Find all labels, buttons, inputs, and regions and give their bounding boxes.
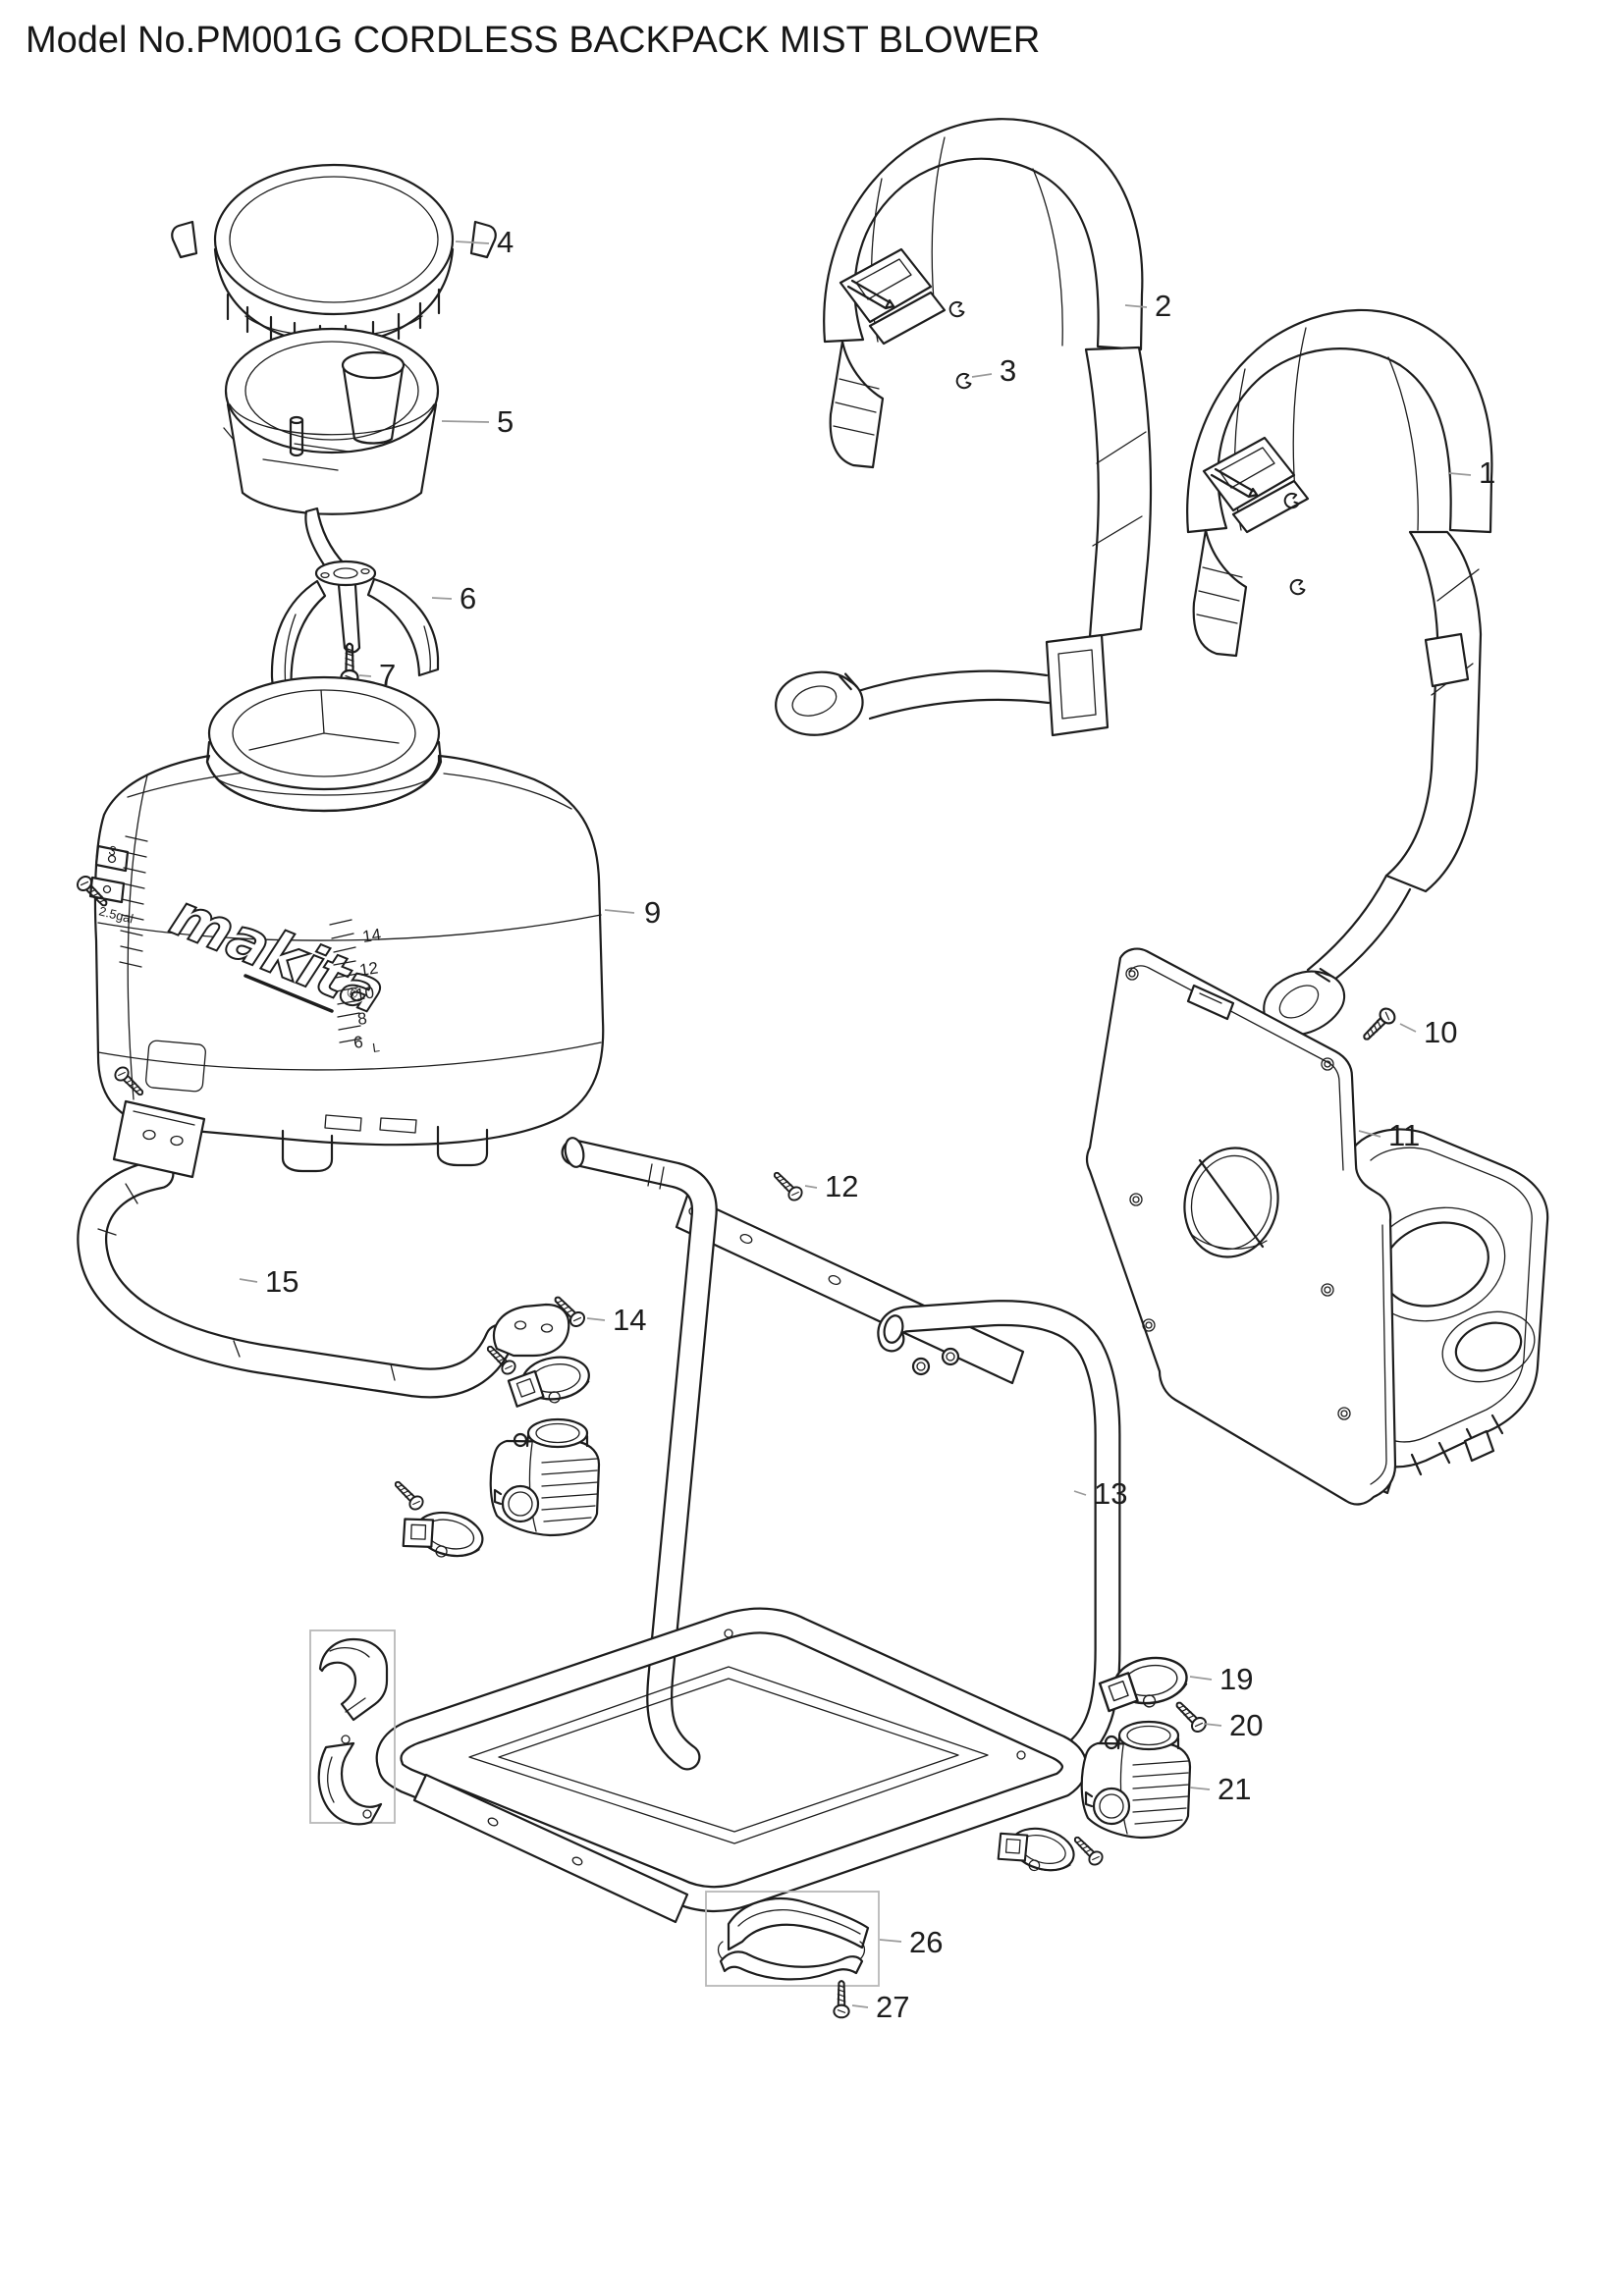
leader-line-12 [804,1185,818,1189]
leader-line-1 [1448,472,1472,476]
leader-line-6 [431,597,453,600]
back-plate-assembly [1085,947,1549,1506]
leader-line-21 [1189,1787,1211,1790]
part-number-2: 2 [1155,289,1171,323]
clamp-screw-icon [1069,1832,1107,1869]
tank-agitator [270,507,440,697]
e-ring-icon [954,371,973,391]
joint-housing-icon [489,1417,601,1537]
leader-line-15 [239,1278,258,1283]
svg-text:3: 3 [107,842,118,858]
leader-line-7 [358,674,372,677]
chemical-tank: makita ® 14 12 10 8 6 L 3 2.5gal [74,675,605,1173]
part-number-14: 14 [613,1303,646,1337]
frame [375,1137,1121,1924]
svg-text:14: 14 [361,926,382,946]
plate-screw-holes [1125,967,1351,1420]
part-number-26: 26 [909,1925,943,1959]
part-number-19: 19 [1219,1662,1253,1696]
part-number-13: 13 [1094,1476,1127,1511]
handle-bar [77,1063,588,1399]
part-number-6: 6 [460,581,476,615]
leader-line-9 [604,909,635,914]
hose-clamp-icon [505,1352,594,1411]
part-number-21: 21 [1218,1772,1251,1806]
leader-line-19 [1189,1676,1213,1681]
part-number-20: 20 [1229,1708,1263,1742]
leader-line-14 [586,1317,606,1321]
hose-clamp-icon [992,1817,1080,1882]
leader-line-4 [455,240,490,244]
leader-line-26 [879,1939,902,1943]
svg-text:10: 10 [354,984,375,1004]
leader-line-13 [1073,1490,1087,1496]
e-ring-icon [1288,577,1307,597]
part-number-9: 9 [644,895,661,930]
strap-hook-icon [771,667,867,740]
leader-line-3 [971,373,993,378]
elbow-parts-box [309,1629,396,1826]
plate-screw-icon [1358,1004,1399,1045]
e-ring-icon [947,299,966,319]
svg-text:8: 8 [356,1009,368,1029]
part-number-15: 15 [265,1264,298,1299]
part-number-11: 11 [1388,1118,1420,1152]
part-number-10: 10 [1424,1015,1457,1049]
joint-set-right [992,1652,1210,1882]
tank-cap [171,163,497,351]
part-number-3: 3 [1000,353,1016,388]
strap-buckle [839,247,947,346]
frame-screw-icon [769,1167,806,1204]
leader-line-11 [1358,1130,1381,1138]
svg-text:L: L [371,1040,380,1055]
leader-line-5 [441,420,490,423]
part-number-5: 5 [497,404,514,439]
leader-line-27 [851,2004,869,2008]
svg-text:6: 6 [352,1033,364,1052]
tank-strainer [223,327,440,515]
part-number-27: 27 [876,1990,909,2024]
page-title: Model No.PM001G CORDLESS BACKPACK MIST B… [26,20,1041,61]
shoulder-strap-right [1186,308,1493,1047]
leader-line-20 [1203,1723,1222,1727]
part-number-4: 4 [497,225,514,259]
leader-line-10 [1399,1023,1417,1033]
cushion-box [705,1891,880,2019]
part-number-7: 7 [379,658,396,692]
shoulder-strap-left [771,118,1153,740]
svg-text:12: 12 [358,959,379,980]
leader-line-2 [1124,304,1148,308]
hose-clamp-icon [397,1501,489,1568]
clamp-screw-icon [390,1476,427,1514]
part-number-12: 12 [825,1169,858,1203]
part-number-1: 1 [1479,455,1495,490]
clamp-screw-icon [1170,1696,1210,1735]
liter-gauge: 14 12 10 8 6 L [329,919,382,1055]
